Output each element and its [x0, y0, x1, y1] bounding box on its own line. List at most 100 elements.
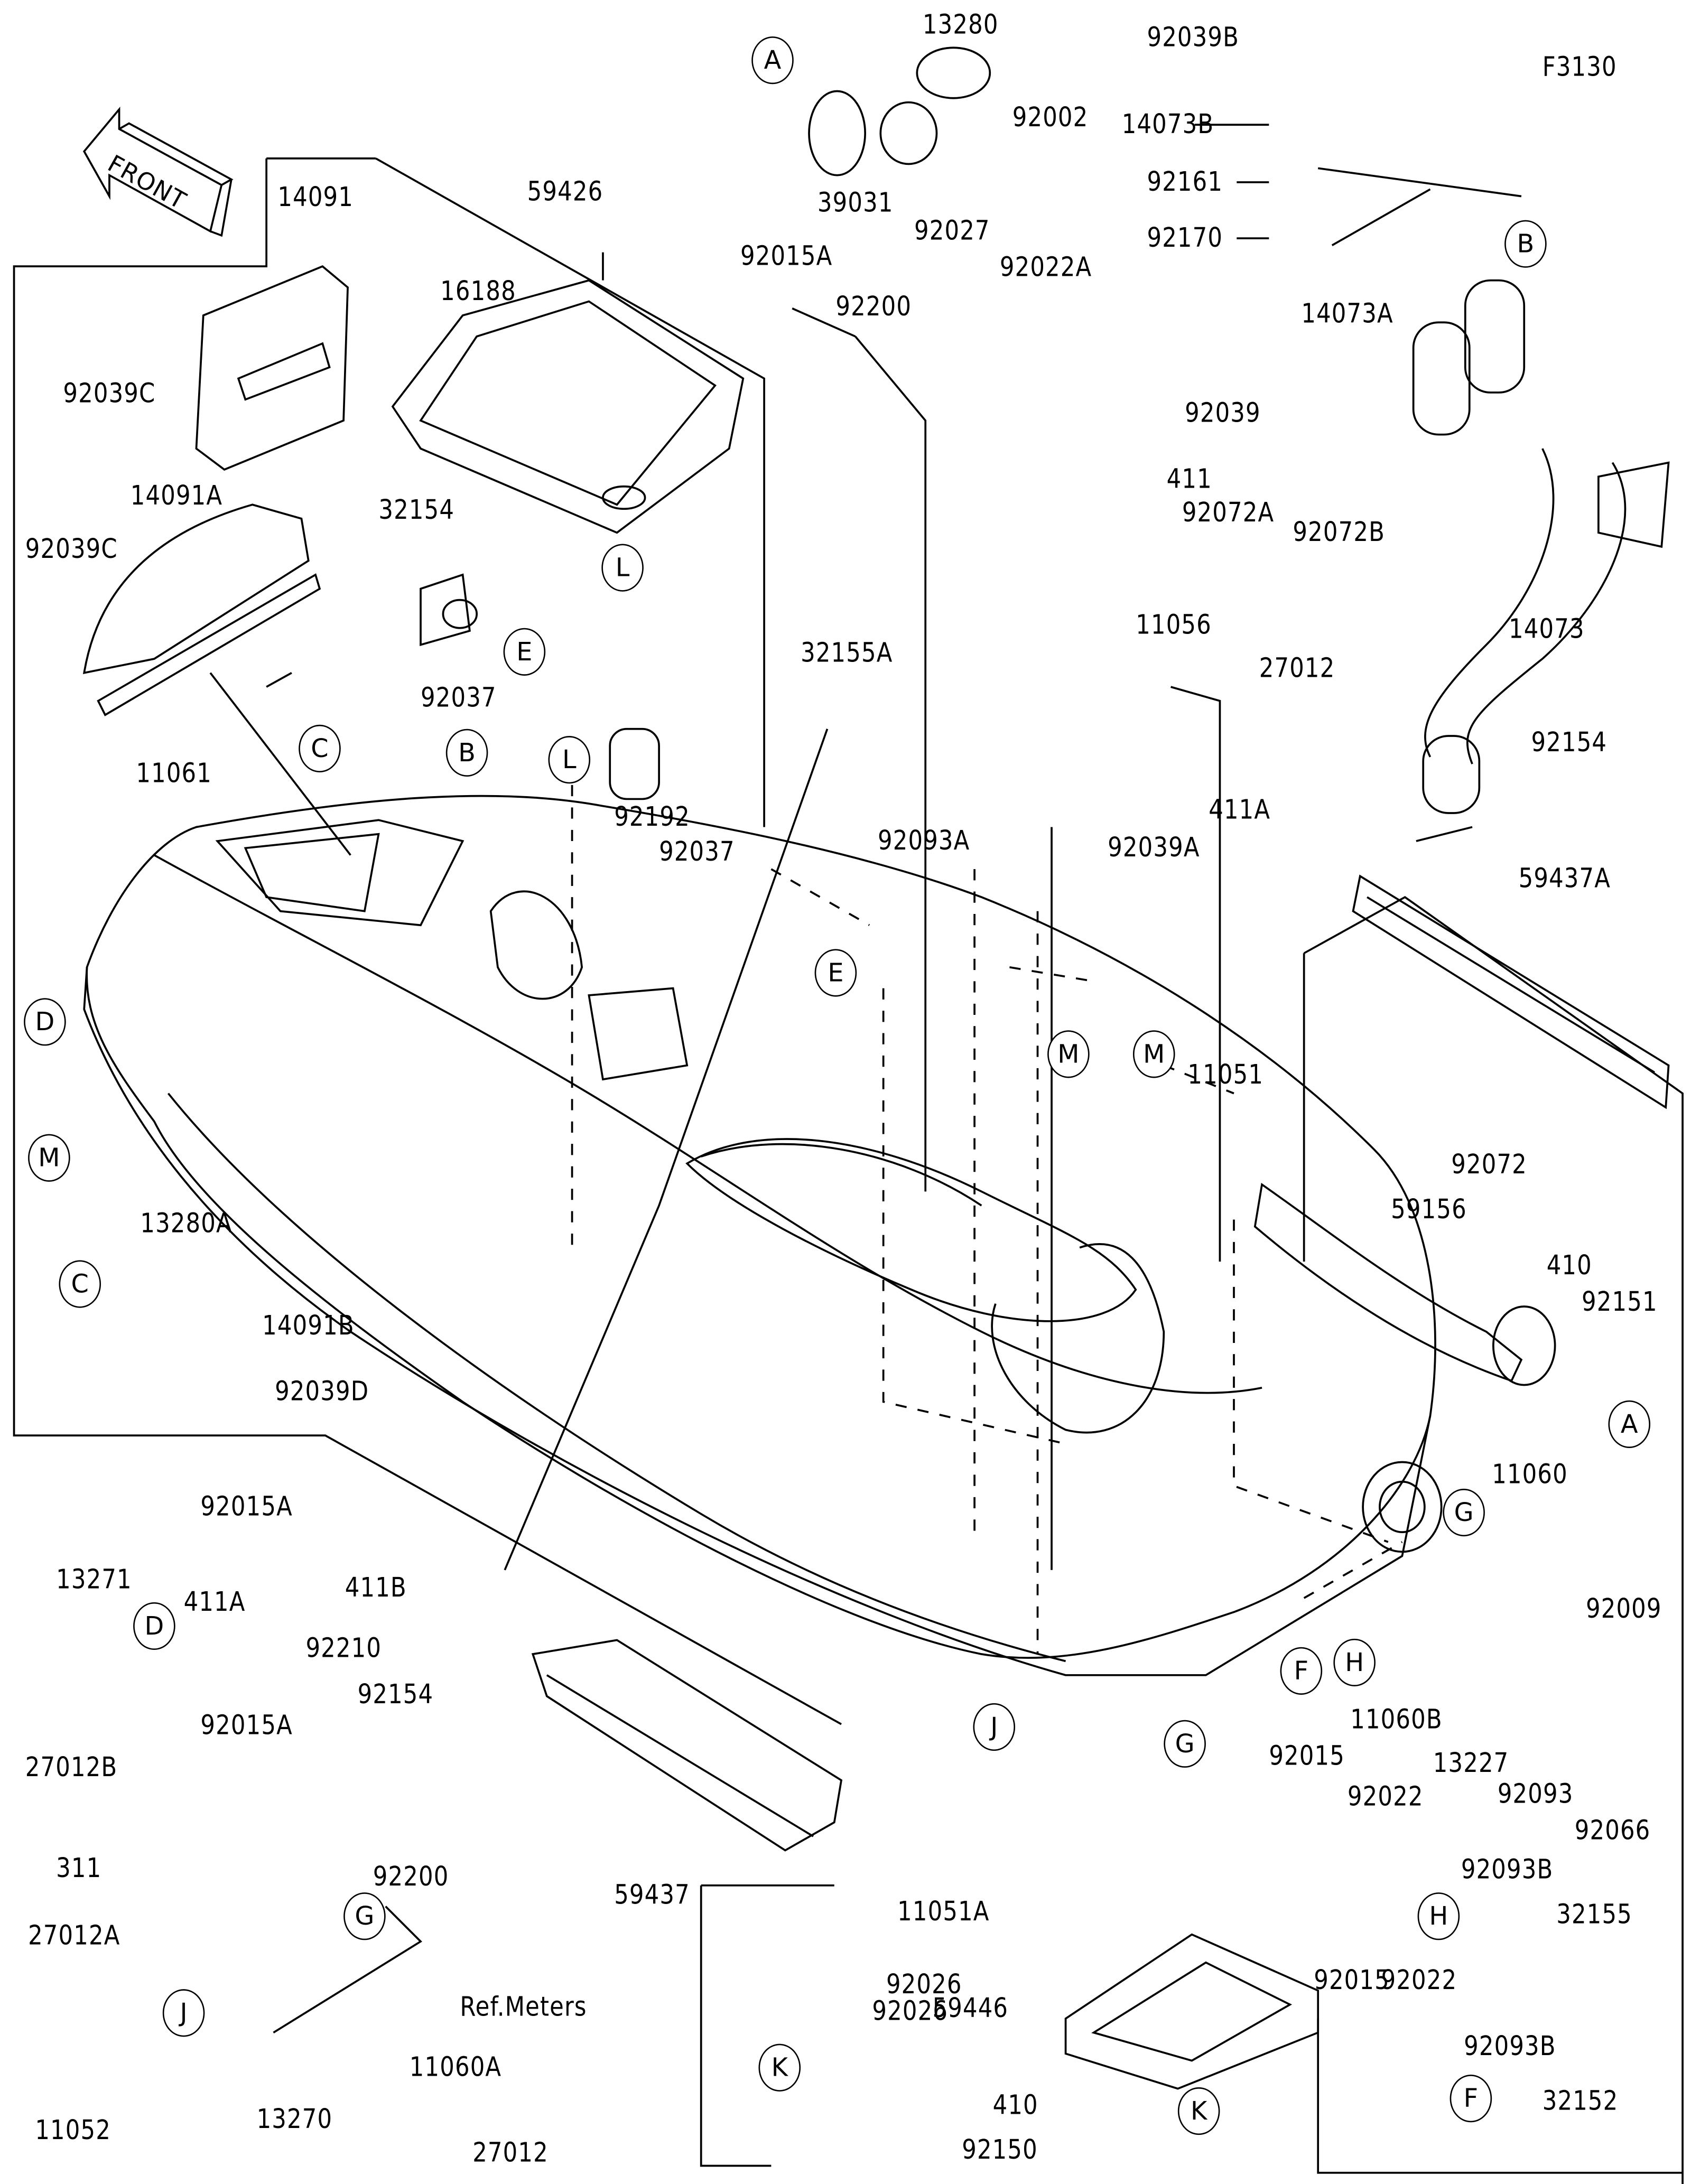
part-number-label: 13280A	[140, 1208, 233, 1239]
part-number-label: 27012B	[25, 1752, 118, 1784]
part-number-label: 92072A	[1182, 497, 1275, 529]
part-number-label: 92039A	[1108, 833, 1200, 864]
part-number-label: 92192	[614, 801, 690, 833]
part-number-label: 92039C	[25, 534, 118, 565]
reference-marker-a: A	[1608, 1400, 1651, 1448]
part-number-label: 11051A	[897, 1897, 990, 1928]
part-number-label: 92039C	[63, 378, 156, 409]
part-number-label: 59446	[932, 1993, 1009, 2024]
reference-marker-f: F	[1280, 1647, 1323, 1695]
part-number-label: 411A	[1209, 795, 1271, 826]
reference-marker-d: D	[133, 1602, 175, 1650]
part-number-label: 92039D	[275, 1376, 369, 1408]
diagram-code: F3130	[1542, 52, 1617, 83]
part-number-label: 411A	[183, 1586, 246, 1618]
part-number-label: 92022	[1347, 1781, 1424, 1813]
reference-marker-g: G	[1443, 1488, 1485, 1537]
reference-marker-h: H	[1333, 1638, 1376, 1687]
part-number-label: 92037	[659, 837, 735, 868]
part-number-label: 92170	[1147, 222, 1223, 254]
reference-marker-b: B	[1504, 220, 1547, 268]
part-number-label: 92093B	[1464, 2031, 1556, 2062]
part-number-label: 14091	[277, 182, 354, 213]
part-number-label: 27012	[1259, 653, 1335, 684]
part-number-label: 32155A	[801, 638, 893, 669]
part-number-label: 13271	[56, 1564, 132, 1595]
reference-marker-e: E	[814, 949, 857, 997]
part-number-label: 11060B	[1350, 1704, 1443, 1735]
reference-note: Ref.Meters	[460, 1992, 587, 2023]
part-number-label: 13280	[922, 10, 999, 41]
reference-marker-j: J	[973, 1703, 1016, 1751]
hull	[83, 795, 1436, 1676]
part-number-label: 92009	[1585, 1593, 1662, 1625]
frame-lines	[13, 157, 1684, 2184]
part-number-label: 92093	[1497, 1779, 1574, 1810]
reference-marker-h: H	[1417, 1892, 1460, 1940]
part-number-label: 32155	[1556, 1899, 1632, 1930]
part-number-label: 411B	[345, 1573, 407, 1604]
part-number-label: 92154	[1531, 727, 1608, 759]
reference-marker-d: D	[24, 998, 66, 1046]
reference-marker-k: K	[758, 2043, 801, 2092]
part-number-label: 92200	[373, 1861, 449, 1893]
part-number-label: 92066	[1574, 1815, 1651, 1846]
reference-marker-k: K	[1177, 2087, 1220, 2135]
part-number-label: 13227	[1433, 1748, 1509, 1779]
part-number-label: 16188	[440, 276, 516, 307]
part-number-label: 39031	[817, 188, 894, 219]
part-number-label: 92210	[305, 1633, 382, 1664]
part-number-label: 92072	[1451, 1149, 1527, 1181]
part-number-label: 92151	[1582, 1286, 1658, 1318]
reference-marker-a: A	[751, 36, 794, 85]
part-number-label: 32152	[1542, 2086, 1619, 2117]
reference-marker-e: E	[503, 628, 546, 676]
reference-marker-m: M	[1132, 1030, 1175, 1078]
part-number-label: 92150	[962, 2135, 1038, 2166]
part-number-label: 92002	[1012, 102, 1089, 134]
part-number-label: 59156	[1391, 1194, 1467, 1226]
part-number-label: 92026	[886, 1970, 962, 2001]
part-number-label: 92093B	[1461, 1854, 1554, 1886]
reference-marker-g: G	[1164, 1720, 1206, 1768]
part-number-label: 411	[1166, 464, 1212, 495]
part-number-label: 11056	[1136, 610, 1212, 641]
dashed-lines	[571, 785, 1403, 1655]
part-number-label: 92015A	[200, 1710, 293, 1741]
part-number-label: 11061	[136, 758, 212, 789]
part-number-label: 14073A	[1301, 298, 1393, 330]
part-number-label: 11060	[1492, 1459, 1568, 1490]
part-number-label: 410	[1546, 1250, 1592, 1282]
part-number-label: 92015	[1314, 1965, 1390, 1996]
front-arrow	[82, 106, 234, 237]
reference-marker-l: L	[601, 544, 644, 592]
part-number-label: 92026	[872, 1996, 949, 2027]
part-number-label: 92022A	[999, 252, 1092, 283]
part-number-label: 14073B	[1121, 109, 1214, 141]
reference-marker-j: J	[162, 1989, 205, 2037]
part-number-label: 27012	[472, 2138, 549, 2169]
part-number-label: 11051	[1187, 1059, 1264, 1091]
component-sketches	[82, 46, 1670, 2090]
reference-marker-b: B	[445, 729, 488, 777]
part-number-label: 410	[992, 2090, 1038, 2121]
part-number-label: 11060A	[409, 2052, 502, 2083]
part-number-label: 92015	[1269, 1741, 1345, 1772]
part-number-label: 59426	[527, 176, 603, 208]
part-number-label: 14091A	[130, 481, 223, 512]
part-number-label: 92200	[835, 291, 912, 323]
part-number-label: 11052	[35, 2115, 111, 2146]
part-number-label: 311	[56, 1853, 102, 1884]
part-number-label: 92161	[1147, 166, 1223, 198]
part-number-label: 92039B	[1147, 22, 1240, 53]
reference-marker-c: C	[59, 1260, 101, 1308]
part-number-label: 92072B	[1293, 517, 1385, 548]
part-number-label: 14073	[1509, 614, 1585, 645]
part-number-label: 92027	[914, 216, 990, 247]
part-number-label: 27012A	[28, 1920, 120, 1952]
part-number-label: 92039	[1185, 398, 1261, 429]
reference-marker-f: F	[1450, 2075, 1492, 2123]
part-number-label: 14091B	[262, 1310, 355, 1342]
